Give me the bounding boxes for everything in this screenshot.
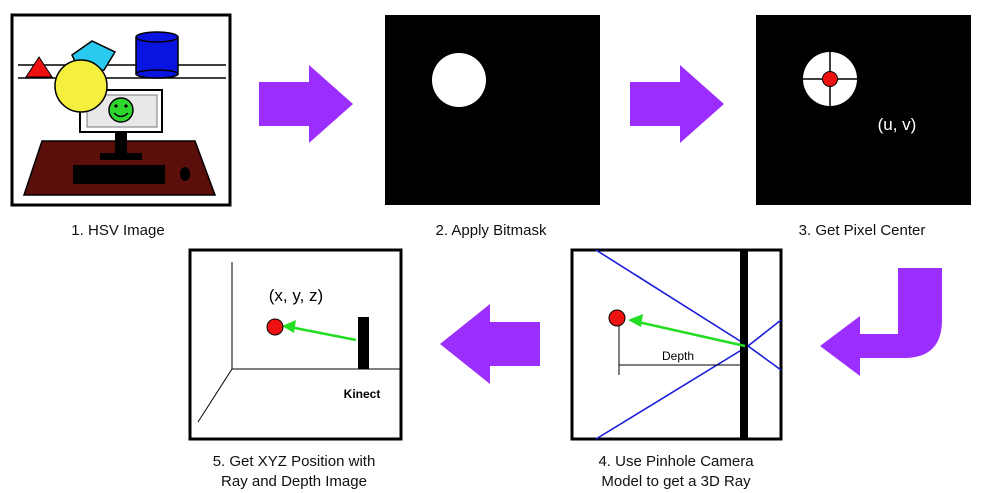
monitor-base xyxy=(100,153,142,160)
panel-xyz-position: (x, y, z) Kinect xyxy=(188,248,403,441)
curved-arrow-icon xyxy=(820,268,942,376)
arrow-right-icon xyxy=(259,65,353,143)
arrow-right-icon xyxy=(630,65,724,143)
frustum-line-upper-back xyxy=(747,319,782,347)
panel-hsv-image xyxy=(10,13,232,207)
caption-step-5-line2: Ray and Depth Image xyxy=(221,473,367,490)
caption-step-2: 2. Apply Bitmask xyxy=(436,222,547,239)
caption-step-4-line2: Model to get a 3D Ray xyxy=(601,473,751,490)
smiley-eye-right xyxy=(124,104,128,108)
mouse-shape xyxy=(180,167,190,181)
cylinder-body xyxy=(135,37,179,75)
ray-line xyxy=(637,320,746,348)
target-point xyxy=(266,318,284,336)
mask-blob xyxy=(432,53,486,107)
ray-arrowhead xyxy=(628,314,643,327)
ray-line xyxy=(289,325,357,342)
frustum-line-lower xyxy=(595,345,749,440)
arrow-left-icon xyxy=(440,304,540,384)
panel-bitmask xyxy=(385,15,600,205)
panel-pinhole-camera: Depth xyxy=(570,248,783,441)
panel-pixel-center: (u, v) xyxy=(756,15,971,205)
caption-step-5-line1: 5. Get XYZ Position with xyxy=(213,453,376,470)
kinect-label: Kinect xyxy=(344,387,381,401)
axis-depth xyxy=(197,368,233,423)
yellow-ball-shape xyxy=(54,59,108,113)
smiley-eye-left xyxy=(114,104,118,108)
keyboard-shape xyxy=(73,165,165,184)
pixel-panel xyxy=(756,15,971,205)
pixel-center-marker xyxy=(822,71,838,87)
cone-shape xyxy=(25,56,53,78)
panel-frame xyxy=(188,248,403,441)
caption-step-1: 1. HSV Image xyxy=(71,222,164,239)
bitmask-panel xyxy=(385,15,600,205)
ray-arrowhead xyxy=(282,320,296,333)
caption-step-3: 3. Get Pixel Center xyxy=(799,222,926,239)
target-point xyxy=(608,309,626,327)
frustum-line-lower-back xyxy=(747,345,782,371)
caption-step-4-line1: 4. Use Pinhole Camera xyxy=(598,453,754,470)
smiley-mouth xyxy=(113,112,129,118)
cylinder-bottom xyxy=(135,69,179,79)
frustum-line-upper xyxy=(595,249,749,347)
uv-label: (u, v) xyxy=(878,115,917,134)
monitor-stand xyxy=(115,130,127,156)
depth-label: Depth xyxy=(662,349,694,363)
xyz-label: (x, y, z) xyxy=(269,286,323,305)
smiley-shape xyxy=(108,97,134,123)
cylinder-top xyxy=(135,31,179,43)
kinect-sensor xyxy=(358,317,369,369)
